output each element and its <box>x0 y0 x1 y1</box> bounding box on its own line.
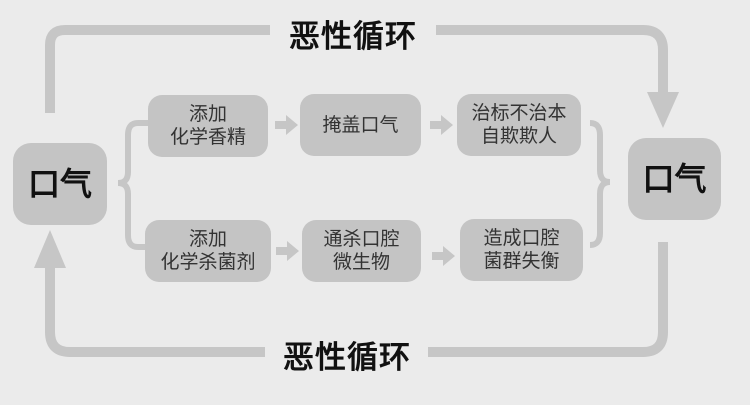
step-text: 微生物 <box>332 251 390 273</box>
arrow-right-icon <box>276 241 299 261</box>
right-node-box: 口气 <box>628 138 721 220</box>
right-node-label: 口气 <box>642 159 707 198</box>
left-node-label: 口气 <box>27 164 92 203</box>
loop-top-title: 恶性循环 <box>289 19 417 55</box>
step-text: 掩盖口气 <box>322 113 399 136</box>
arrow-right-icon <box>275 115 298 135</box>
top-flow-step-1: 添加 化学香精 <box>148 95 268 157</box>
arrow-right-icon <box>432 246 455 266</box>
step-text: 添加 <box>188 103 227 125</box>
loop-bottom-line-left <box>45 262 265 357</box>
loop-top-line-left <box>45 25 270 113</box>
arrow-up-icon <box>34 230 66 268</box>
step-text: 通杀口腔 <box>323 228 400 250</box>
step-text: 化学香精 <box>169 126 246 148</box>
right-brace <box>589 120 611 248</box>
step-text: 化学杀菌剂 <box>160 251 256 273</box>
step-text: 自欺欺人 <box>480 125 557 147</box>
top-flow-step-3: 治标不治本 自欺欺人 <box>457 94 581 156</box>
step-text: 添加 <box>188 228 227 250</box>
step-text: 造成口腔 <box>483 227 560 249</box>
loop-bottom-line-right <box>428 242 668 357</box>
bottom-flow-step-1: 添加 化学杀菌剂 <box>145 220 271 282</box>
bottom-flow-step-3: 造成口腔 菌群失衡 <box>460 219 583 281</box>
left-node-box: 口气 <box>13 143 107 225</box>
left-brace <box>117 120 148 250</box>
step-text: 治标不治本 <box>471 102 567 124</box>
arrow-right-icon <box>430 115 453 135</box>
arrow-down-icon <box>647 92 679 128</box>
step-text: 菌群失衡 <box>483 250 560 272</box>
bottom-flow-step-2: 通杀口腔 微生物 <box>302 220 421 282</box>
small-arrows <box>275 115 455 266</box>
loop-bottom-title: 恶性循环 <box>283 340 411 376</box>
loop-top-line-right <box>436 25 668 100</box>
top-flow-step-2: 掩盖口气 <box>300 94 421 156</box>
